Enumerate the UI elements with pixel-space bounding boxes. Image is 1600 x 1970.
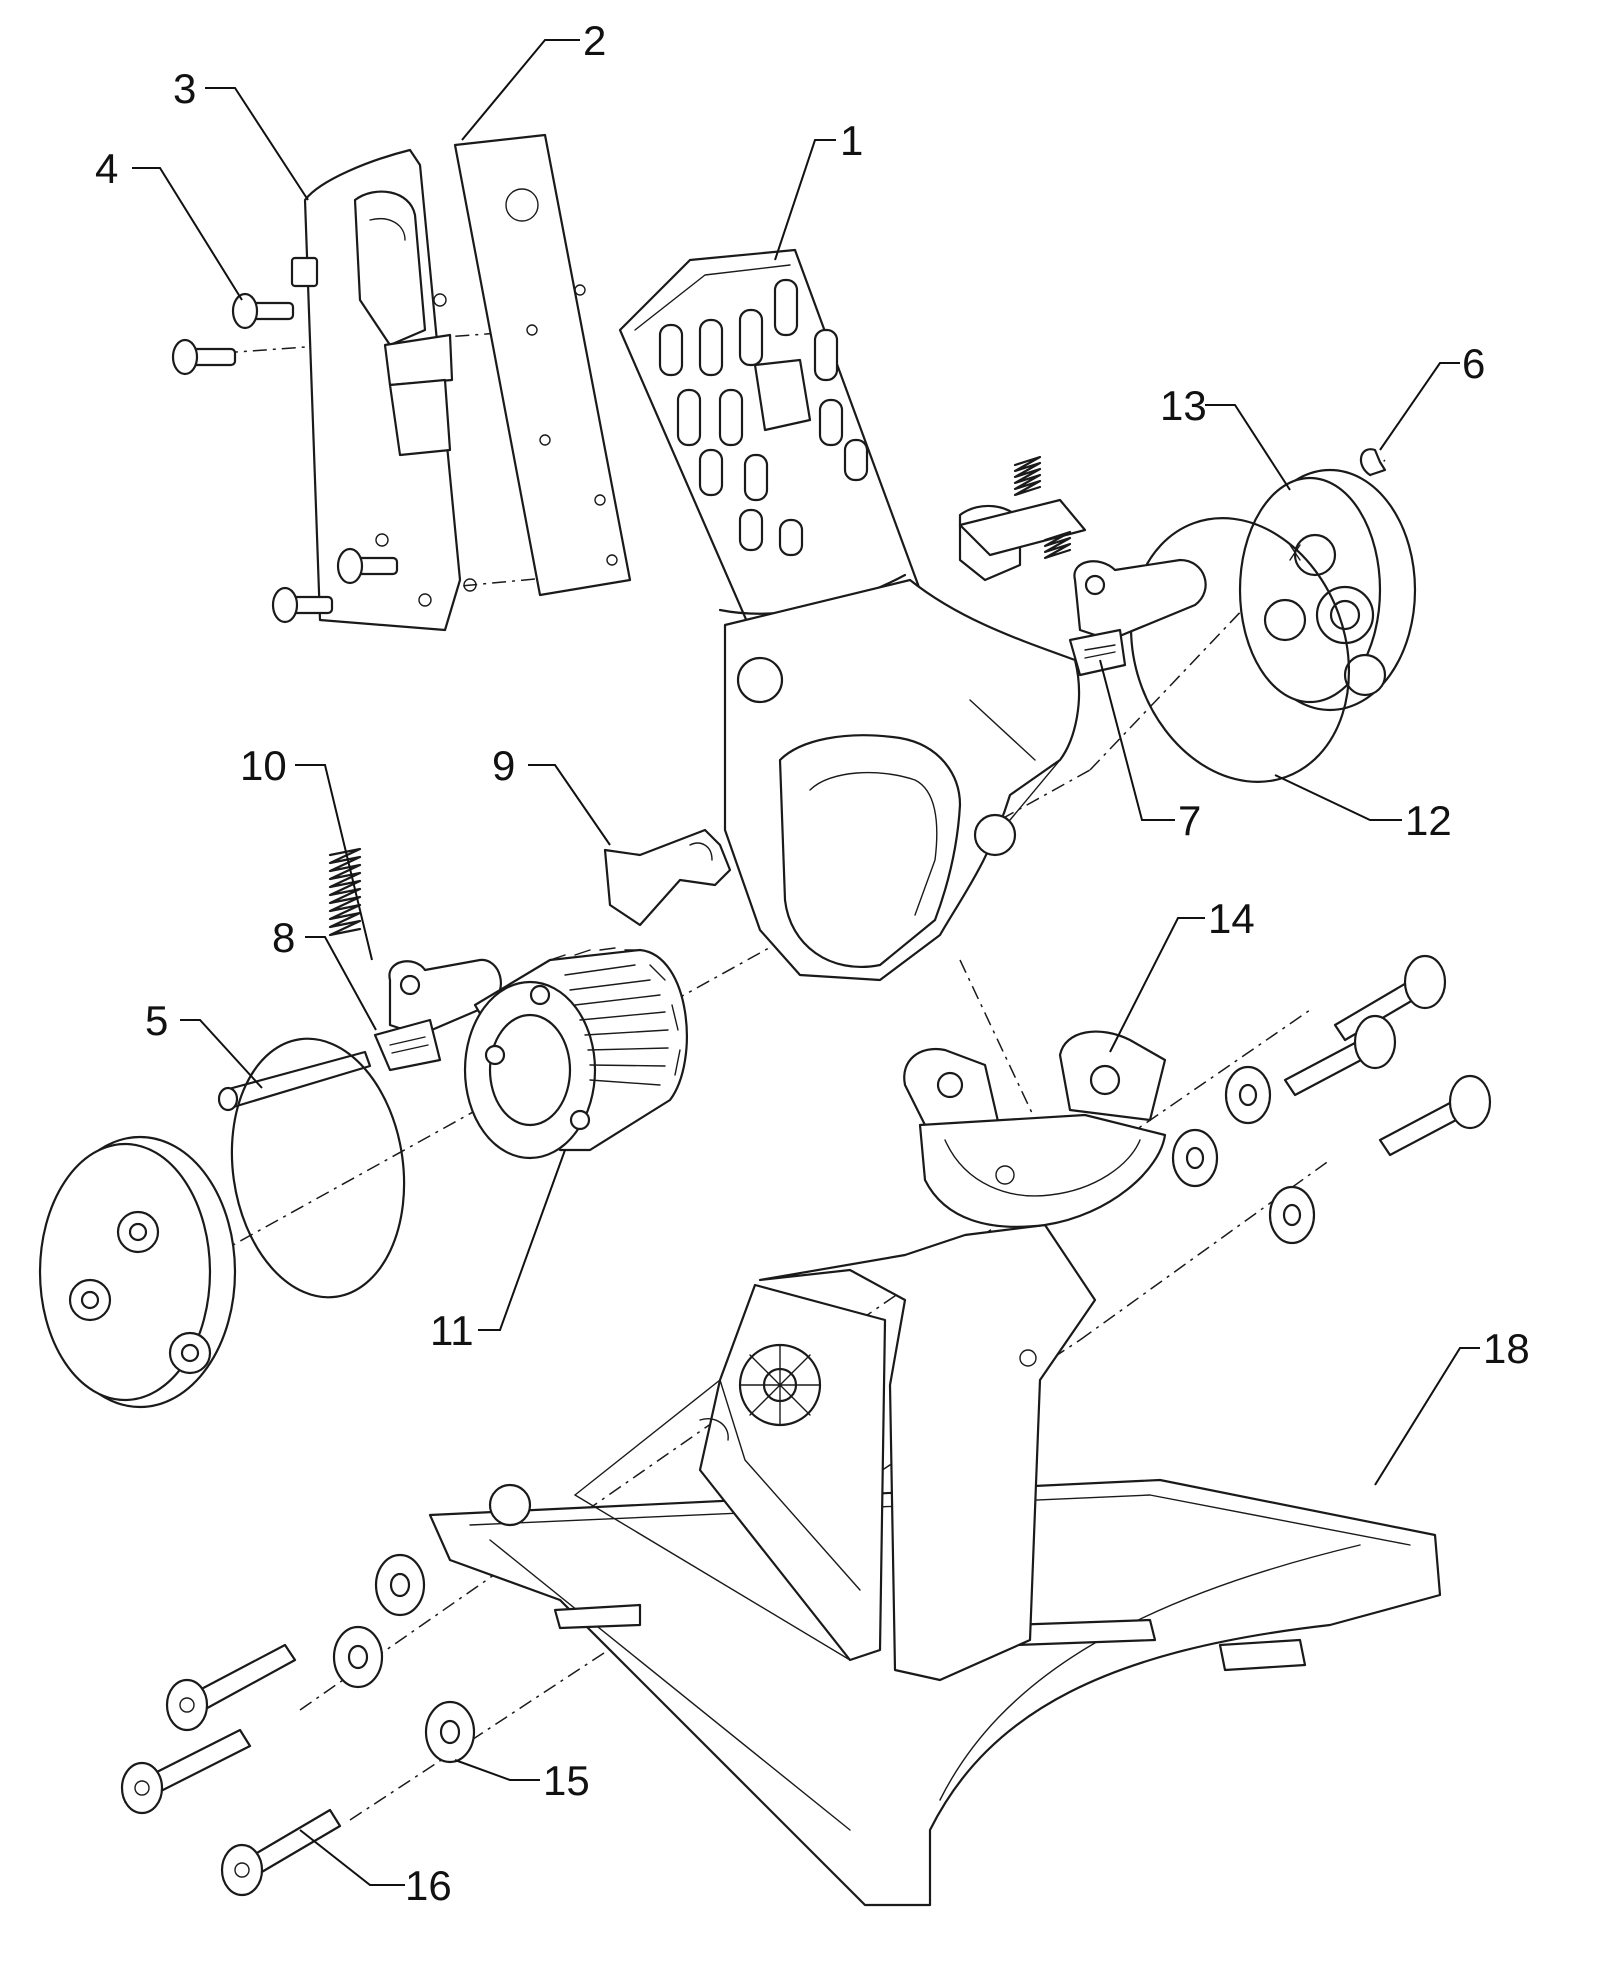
callout-labels: 1 2 3 4 5 6 7 8 9 10 11 12 13 14 15 16 1…: [95, 17, 1530, 1909]
leader-lines: [132, 39, 1480, 1886]
latch-left-part: [373, 958, 502, 1072]
callout-16: 16: [405, 1862, 452, 1909]
saddle-bracket-part: [903, 1030, 1167, 1228]
spring-right-part: [1013, 455, 1072, 560]
base-part: [428, 1223, 1442, 1907]
callout-5: 5: [145, 997, 168, 1044]
callout-10: 10: [240, 742, 287, 789]
gear-part: [463, 947, 688, 1160]
callout-6: 6: [1462, 340, 1485, 387]
callout-12: 12: [1405, 797, 1452, 844]
callout-15: 15: [543, 1757, 590, 1804]
adapter-plate-part: [290, 148, 477, 632]
callout-4: 4: [95, 145, 118, 192]
column-part: [618, 248, 1087, 982]
right-fasteners: [1171, 954, 1492, 1245]
retaining-clip-part: [1359, 448, 1387, 477]
end-cap-left-part: [38, 1135, 237, 1409]
plate-part: [453, 133, 632, 597]
callout-8: 8: [272, 914, 295, 961]
callout-3: 3: [173, 65, 196, 112]
o-ring-right-part: [1129, 517, 1351, 783]
callout-14: 14: [1208, 895, 1255, 942]
spring-left-part: [328, 847, 362, 937]
pin-part: [217, 1050, 372, 1112]
callout-18: 18: [1483, 1325, 1530, 1372]
wedge-part: [603, 828, 732, 927]
screw-part: [171, 292, 399, 624]
callout-1: 1: [840, 117, 863, 164]
latch-right-part: [1068, 558, 1207, 677]
callout-13: 13: [1160, 382, 1207, 429]
lower-left-fasteners: [120, 1553, 476, 1897]
callout-2: 2: [583, 17, 606, 64]
callout-11: 11: [430, 1307, 474, 1354]
callout-7: 7: [1178, 797, 1201, 844]
callout-9: 9: [492, 742, 515, 789]
o-ring-left-part: [230, 1037, 406, 1299]
